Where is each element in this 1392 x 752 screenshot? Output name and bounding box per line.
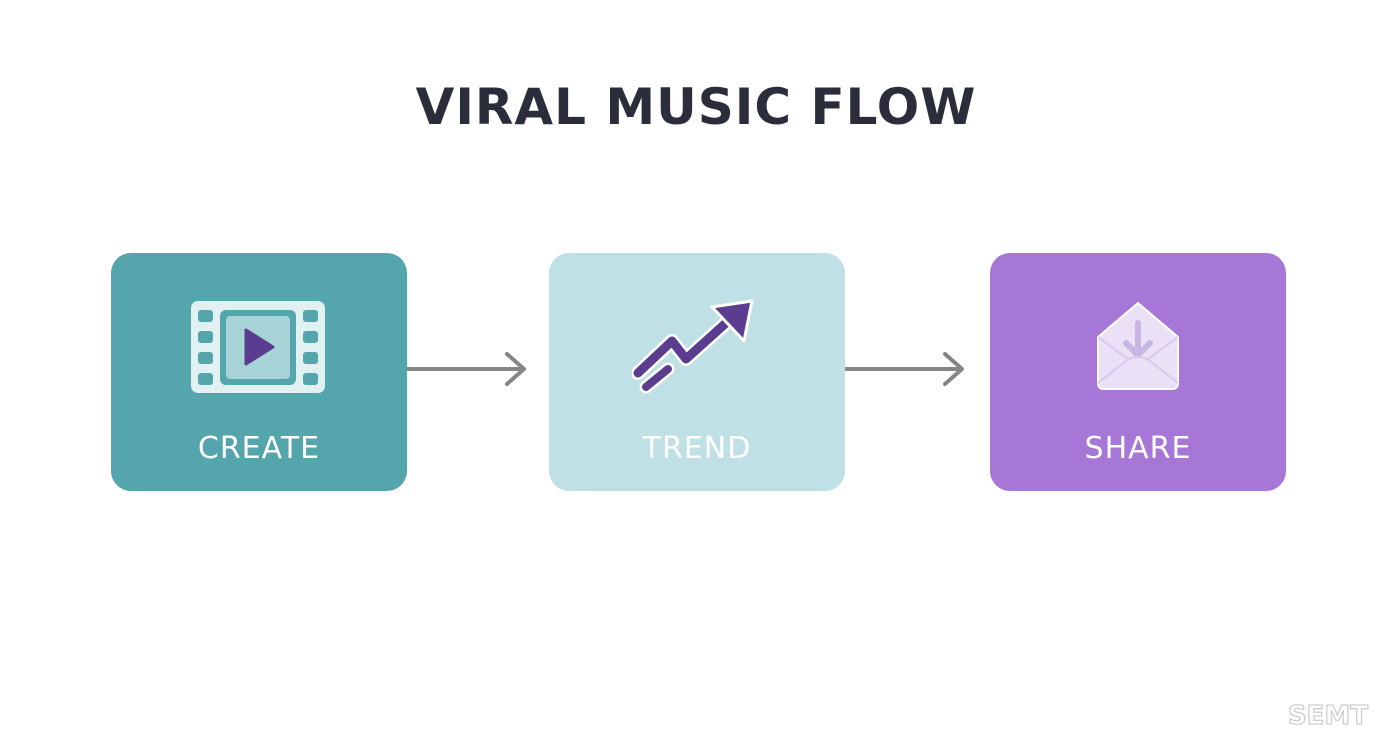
connector-arrow-trend-share <box>843 350 969 390</box>
diagram-title: VIRAL MUSIC FLOW <box>415 78 977 136</box>
envelope-download-icon <box>990 297 1286 397</box>
step-trend: TREND <box>549 253 845 491</box>
step-label-share: SHARE <box>1084 431 1192 466</box>
step-share: SHARE <box>990 253 1286 491</box>
watermark-text: SEMT <box>1288 701 1368 731</box>
trending-up-arrow-icon <box>549 297 845 397</box>
film-play-icon <box>111 297 407 397</box>
step-create: CREATE <box>111 253 407 491</box>
step-label-create: CREATE <box>197 431 321 466</box>
connector-arrow-create-trend <box>405 350 531 390</box>
step-label-trend: TREND <box>642 431 752 466</box>
watermark-logo: SEMT <box>1282 698 1374 732</box>
